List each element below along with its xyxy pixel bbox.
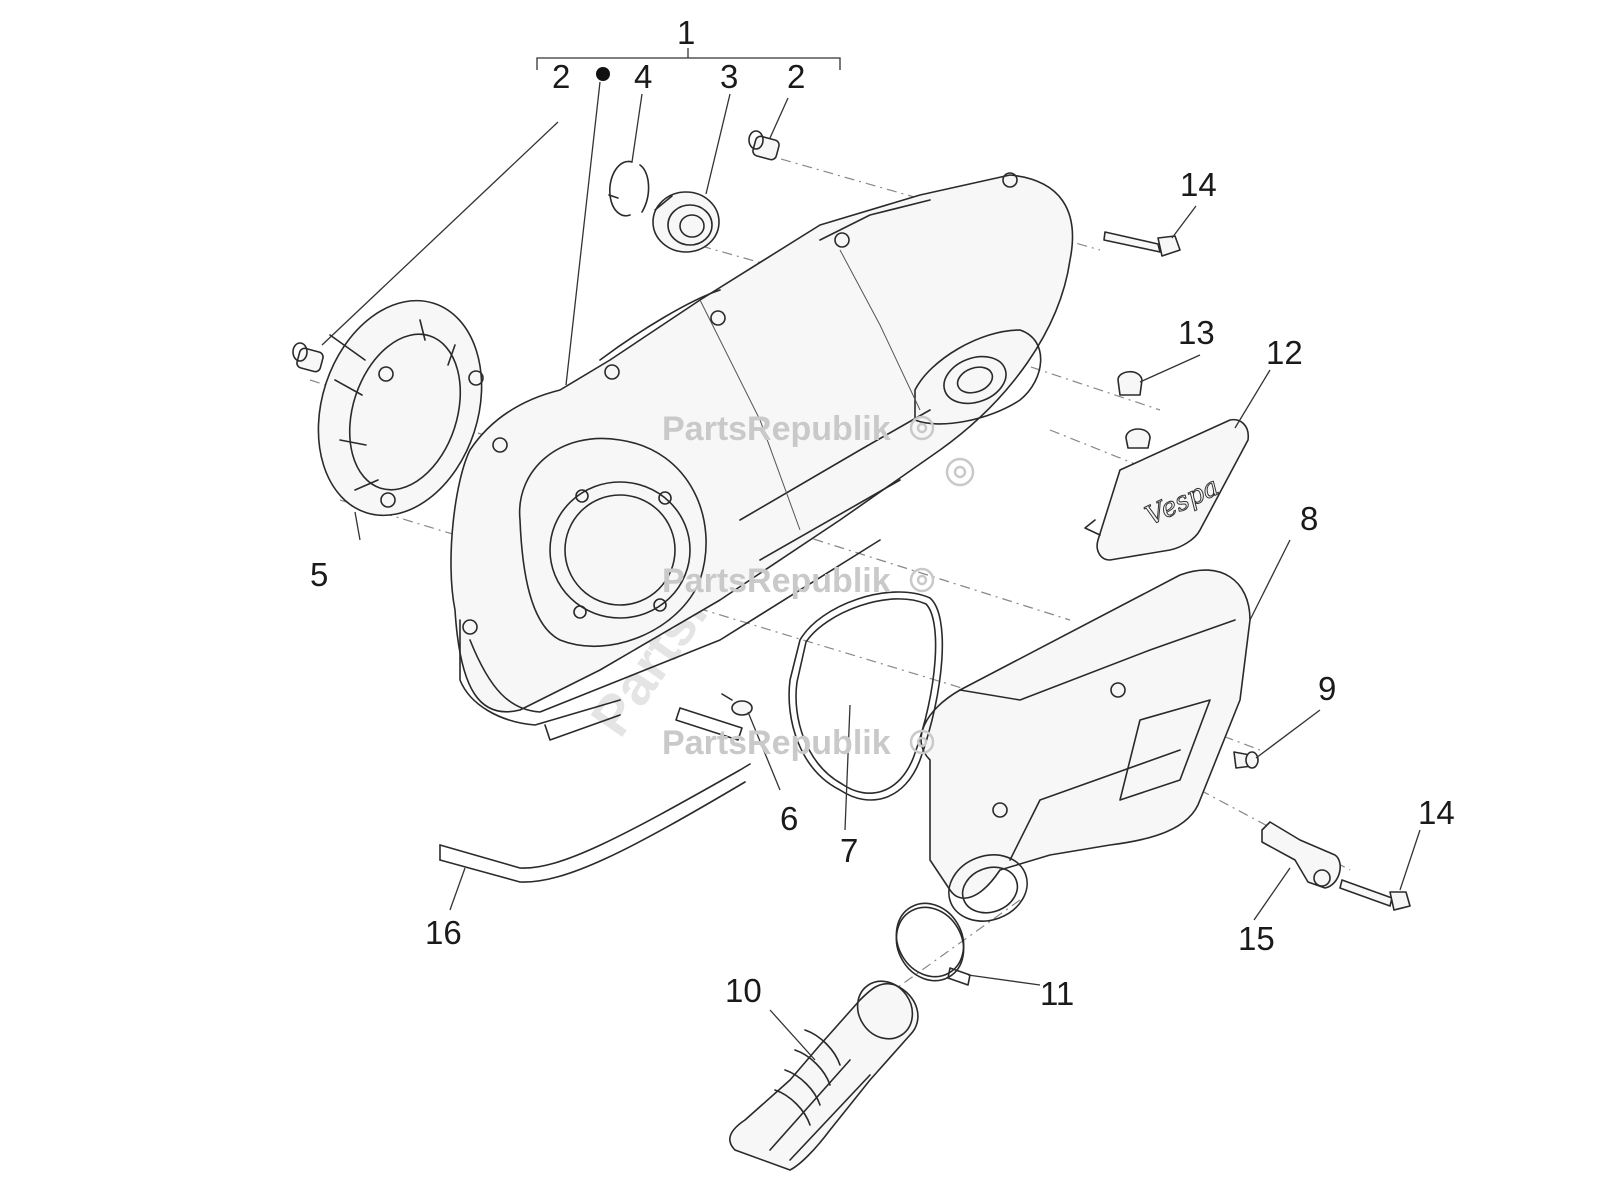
gear-icon <box>945 457 975 487</box>
gear-icon <box>909 729 935 755</box>
callout-2-left: 2 <box>552 58 570 95</box>
watermark-1-text: PartsRepublik <box>662 410 891 448</box>
watermark-2-text: PartsRepublik <box>662 562 891 600</box>
callout-3: 3 <box>720 58 738 95</box>
part-intake-boot <box>729 980 919 1171</box>
callout-9: 9 <box>1318 670 1336 707</box>
part-fan-cover <box>317 299 484 517</box>
part-bolt-top <box>1103 231 1181 257</box>
part-bushing-13 <box>1117 370 1151 449</box>
part-bolt-bottom <box>1339 879 1411 911</box>
part-screw-9 <box>1233 751 1259 769</box>
part-drain-tube <box>439 707 751 883</box>
leader-lines <box>321 48 1421 1061</box>
callout-15: 15 <box>1238 920 1275 957</box>
bullet-dot <box>596 67 610 81</box>
watermark-3-text: PartsRepublik <box>662 724 891 762</box>
part-air-filter-housing <box>920 569 1251 922</box>
watermark-3: PartsRepublik <box>662 724 935 762</box>
watermark-2: PartsRepublik <box>662 562 935 600</box>
callout-6: 6 <box>780 800 798 837</box>
callout-numbers: 1 2 4 3 2 14 13 12 8 5 9 14 6 7 16 15 11… <box>310 14 1455 1012</box>
callout-11: 11 <box>1040 975 1074 1012</box>
part-circlip <box>608 160 650 217</box>
callout-14-bottom: 14 <box>1418 794 1455 831</box>
part-screw <box>721 693 753 716</box>
callout-16: 16 <box>425 914 462 951</box>
callout-2-right: 2 <box>787 58 805 95</box>
gear-icon <box>909 567 935 593</box>
part-bracket <box>1261 821 1341 889</box>
part-hose-clamp <box>895 902 971 986</box>
part-gasket <box>788 591 944 801</box>
callout-12: 12 <box>1266 334 1303 371</box>
part-bearing <box>652 191 720 253</box>
part-badge-plate: Vespa <box>1084 418 1250 561</box>
callout-8: 8 <box>1300 500 1318 537</box>
callout-14-top: 14 <box>1180 166 1217 203</box>
part-dowel-pin-right <box>748 130 780 161</box>
callout-1: 1 <box>677 14 695 51</box>
watermark-1: PartsRepublik <box>662 410 935 448</box>
callout-10: 10 <box>725 972 762 1009</box>
callout-5: 5 <box>310 556 328 593</box>
part-dowel-pin-left <box>292 342 324 373</box>
callout-13: 13 <box>1178 314 1215 351</box>
part-transmission-cover <box>450 172 1074 741</box>
callout-4: 4 <box>634 58 652 95</box>
callout-7: 7 <box>840 832 858 869</box>
gear-icon <box>909 415 935 441</box>
